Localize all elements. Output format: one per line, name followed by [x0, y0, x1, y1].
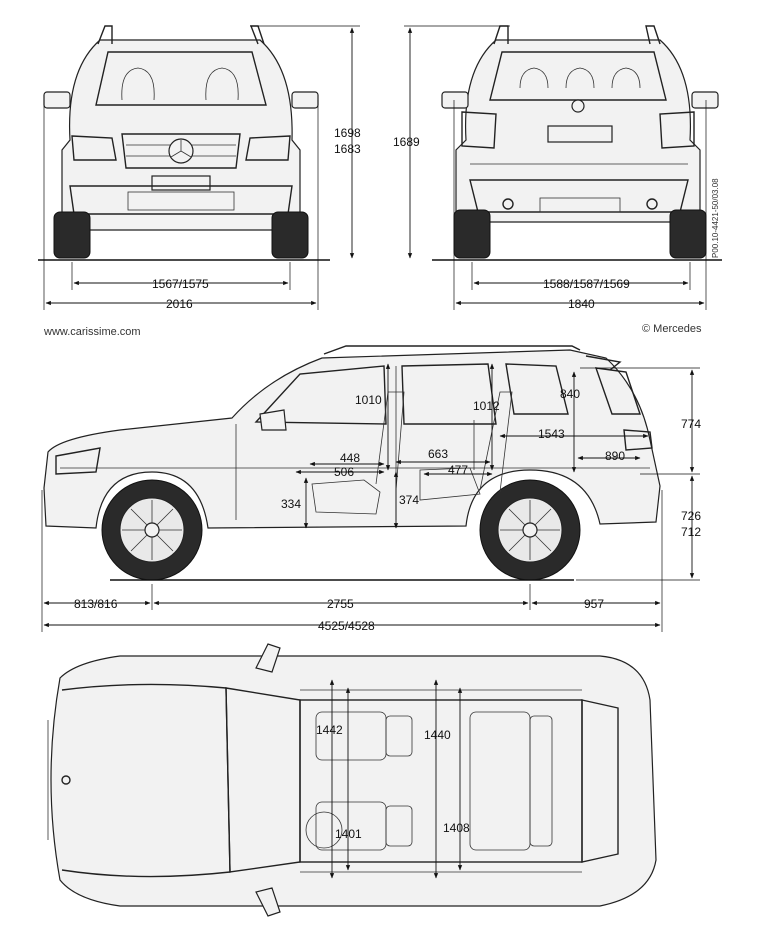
left-exhaust: [502, 198, 514, 210]
upper-height-label: 774: [681, 417, 701, 431]
front-seat: [311, 391, 405, 515]
front-seat-label-2: 506: [334, 465, 354, 479]
top-left-mirror: [255, 643, 281, 673]
rear-track-label: 1588/1587/1569: [543, 277, 630, 291]
cargo-length-label: 1543: [538, 427, 565, 441]
top-seats: [305, 711, 553, 851]
side-headlight: [55, 447, 101, 475]
front-seat-label-1: 448: [340, 451, 360, 465]
rear-seat-depth-label: 477: [448, 463, 468, 477]
left-taillight: [461, 111, 497, 149]
star-logo-lines: [170, 140, 192, 158]
lower-grille: [127, 191, 235, 211]
cargo-floor-label: 890: [605, 449, 625, 463]
front-hub: [144, 522, 160, 538]
front-body: [61, 39, 301, 231]
rear-star-logo-icon: [571, 99, 585, 113]
front-width-label: 2016: [166, 297, 193, 311]
left-mirror: [43, 91, 71, 109]
rear-right-mirror: [691, 91, 719, 109]
rear-overhang-label: 957: [584, 597, 604, 611]
top-right-mirror: [255, 887, 281, 917]
top-body: [50, 655, 657, 907]
front-height-label-1: 1698: [334, 126, 361, 140]
rear-diffuser: [539, 197, 621, 213]
right-taillight: [659, 111, 695, 149]
front-windshield: [95, 51, 267, 106]
rear-glass-side: [594, 367, 641, 415]
lower-height-label-2: 712: [681, 525, 701, 539]
left-headlight: [71, 135, 117, 161]
rear-plate: [547, 125, 613, 143]
front-seat-height-label: 334: [281, 497, 301, 511]
front-hip-label: 1401: [335, 827, 362, 841]
rear-window: [489, 51, 667, 101]
front-overhang-label: 813/816: [74, 597, 118, 611]
top-rear-glass: [581, 699, 619, 863]
rear-hub: [522, 522, 538, 538]
front-seat-outline: [121, 67, 239, 101]
side-taillight: [623, 429, 653, 451]
rear-headroom-label: 1012: [473, 399, 500, 413]
rear-left-mirror: [441, 91, 469, 109]
front-right-tire: [271, 211, 309, 259]
overall-length-label: 4525/4528: [318, 619, 375, 633]
side-mirror: [259, 409, 287, 431]
front-shoulder-label: 1442: [316, 723, 343, 737]
top-star-icon: [61, 775, 71, 785]
rear-hip-label: 1408: [443, 821, 470, 835]
rear-height-label: 1689: [393, 135, 420, 149]
rear-width-label: 1840: [568, 297, 595, 311]
front-track-label: 1567/1575: [152, 277, 209, 291]
right-mirror: [291, 91, 319, 109]
drawing-code: P00.10-4421-50/03.08: [711, 178, 720, 258]
front-height-label-2: 1683: [334, 142, 361, 156]
front-left-tire: [53, 211, 91, 259]
front-headroom-label: 1010: [355, 393, 382, 407]
front-grille: [121, 133, 241, 169]
lower-height-label-1: 726: [681, 509, 701, 523]
cargo-height-label: 840: [560, 387, 580, 401]
front-plate: [151, 175, 211, 191]
right-exhaust: [646, 198, 658, 210]
right-headlight: [245, 135, 291, 161]
side-body: [43, 349, 661, 529]
rear-seat-height-label: 374: [399, 493, 419, 507]
side-spoiler: [585, 355, 622, 371]
rear-shoulder-label: 1440: [424, 728, 451, 742]
website-credit: www.carissime.com: [43, 326, 141, 338]
copyright-credit: © Mercedes: [642, 323, 702, 335]
wheelbase-label: 2755: [327, 597, 354, 611]
rear-view: 1689 1588/1587/1569 1840 P00.10-4421-50/…: [393, 25, 722, 311]
rear-right-tire: [669, 209, 707, 259]
side-view: 1010 1012 840 1543 448 506 663 477 890 3…: [41, 345, 701, 633]
rear-legroom-label: 663: [428, 447, 448, 461]
rear-left-tire: [453, 209, 491, 259]
top-view: 1442 1440 1401 1408: [47, 643, 657, 917]
front-view: 1698 1683 1567/1575 2016: [38, 25, 361, 311]
rear-headrests: [519, 67, 641, 89]
side-roof-rail: [323, 345, 581, 355]
front-side-window: [254, 365, 387, 425]
